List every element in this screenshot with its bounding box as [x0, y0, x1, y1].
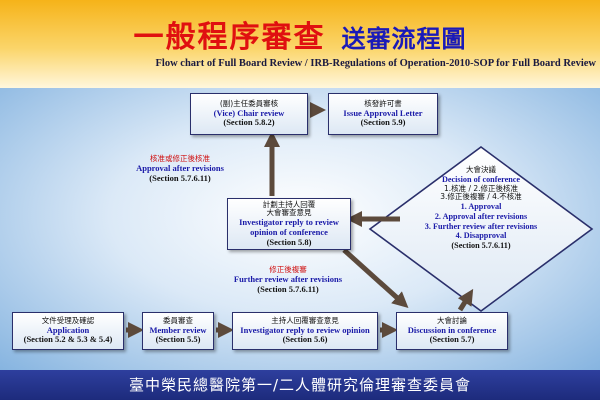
node-investigator-reply-opinion: 主持人回覆審查意見 Investigator reply to review o…: [232, 312, 378, 350]
label-further-section: (Section 5.7.6.11): [257, 284, 319, 295]
title-row: 一般程序審查 送審流程圖: [0, 12, 600, 55]
label-further-en: Further review after revisions: [233, 274, 343, 284]
page-subtitle: Flow chart of Full Board Review / IRB-Re…: [155, 58, 597, 69]
node-investigator-reply-conference: 計劃主持人回覆 大會審查意見 Investigator reply to rev…: [227, 198, 351, 250]
label-further-review: 修正後複審 Further review after revisions (Se…: [218, 265, 358, 294]
node-discussion: 大會討論 Discussion in conference (Section 5…: [396, 312, 508, 350]
label-approval-section: (Section 5.7.6.11): [149, 173, 211, 184]
node-member-review: 委員審查 Member review (Section 5.5): [142, 312, 214, 350]
label-approval-zh: 核准或修正後核准: [150, 154, 210, 163]
node-member-review-zh: 委員審查: [163, 315, 193, 325]
page-title-sub: 送審流程圖: [341, 25, 467, 53]
node-iro-en: Investigator reply to review opinion: [240, 324, 370, 335]
footer-banner: 臺中榮民總醫院第一/二人體研究倫理審查委員會: [0, 370, 600, 400]
label-approval-after-revisions: 核准或修正後核准 Approval after revisions (Secti…: [120, 154, 240, 183]
node-irc-section: (Section 5.8): [266, 236, 312, 247]
node-decision: 大會決議 Decision of conference 1.核准 / 2.修正後…: [395, 165, 567, 251]
node-irc-en1: Investigator reply to review: [239, 216, 339, 227]
node-irc-zh1: 計劃主持人回覆: [262, 199, 316, 209]
node-chair-review-section: (Section 5.8.2): [223, 117, 275, 128]
decision-diamond: [368, 146, 594, 312]
decision-zh-title: 大會決議: [466, 165, 496, 174]
node-chair-review-en: (Vice) Chair review: [213, 107, 285, 118]
node-chair-review: (副)主任委員審核 (Vice) Chair review (Section 5…: [190, 93, 308, 135]
decision-section: (Section 5.7.6.11): [451, 240, 511, 250]
label-further-zh: 修正後複審: [269, 265, 307, 274]
node-application-zh: 文件受理及確認: [41, 315, 95, 325]
arrow-discussion-to-decision: [457, 288, 474, 312]
decision-en-opt4: 4. Disapproval: [455, 231, 507, 241]
node-member-review-en: Member review: [149, 324, 207, 335]
node-approval-letter-en: Issue Approval Letter: [343, 107, 423, 118]
node-iro-zh: 主持人回覆審查意見: [271, 315, 339, 325]
label-approval-en: Approval after revisions: [136, 163, 224, 173]
node-discussion-zh: 大會討論: [437, 315, 467, 325]
node-irc-zh2: 大會審查意見: [266, 208, 312, 218]
node-discussion-en: Discussion in conference: [407, 324, 497, 335]
page-title: 一般程序審查: [133, 20, 326, 55]
node-approval-letter-zh: 核發許可書: [364, 98, 402, 108]
decision-zh-opt2: 3.修正後複審 / 4.不核准: [440, 192, 522, 202]
arrow-investigator-to-discussion: [342, 248, 409, 309]
node-application-section: (Section 5.2 & 5.3 & 5.4): [23, 334, 113, 345]
node-approval-letter: 核發許可書 Issue Approval Letter (Section 5.9…: [328, 93, 438, 135]
node-application-en: Application: [46, 324, 90, 335]
decision-en-title: Decision of conference: [441, 174, 521, 184]
decision-en-opt3: 3. Further review after revisions: [424, 221, 538, 231]
node-discussion-section: (Section 5.7): [429, 334, 475, 345]
node-approval-letter-section: (Section 5.9): [360, 117, 406, 128]
node-member-review-section: (Section 5.5): [155, 334, 201, 345]
node-iro-section: (Section 5.6): [282, 334, 328, 345]
node-chair-review-zh: (副)主任委員審核: [219, 98, 279, 108]
decision-en-opt2: 2. Approval after revisions: [434, 211, 528, 221]
decision-zh-opt1: 1.核准 / 2.修正後核准: [443, 183, 519, 193]
node-application: 文件受理及確認 Application (Section 5.2 & 5.3 &…: [12, 312, 124, 350]
decision-en-opt1: 1. Approval: [460, 202, 502, 212]
node-irc-en2: opinion of conference: [250, 226, 328, 237]
header-banner: 一般程序審查 送審流程圖 Flow chart of Full Board Re…: [0, 0, 600, 88]
